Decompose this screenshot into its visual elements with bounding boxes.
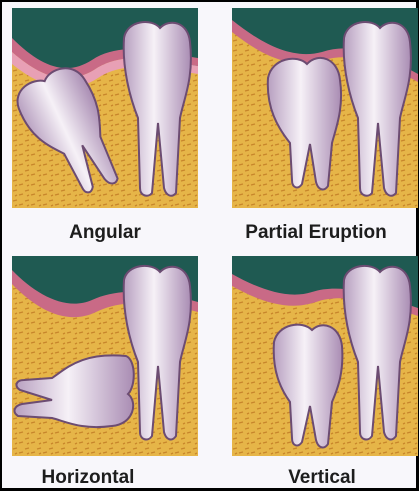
panel-vertical xyxy=(232,256,418,456)
panel-partial-eruption xyxy=(232,8,418,208)
vertical-illustration xyxy=(232,256,418,456)
panel-horizontal xyxy=(12,256,198,456)
label-horizontal: Horizontal xyxy=(0,467,188,489)
diagram-frame: Angular Partial Eruption Horizontal xyxy=(2,2,416,488)
label-partial-eruption: Partial Eruption xyxy=(216,222,416,244)
angular-illustration xyxy=(12,8,198,208)
partial-eruption-illustration xyxy=(232,8,418,208)
horizontal-illustration xyxy=(12,256,198,456)
label-vertical: Vertical xyxy=(222,467,419,489)
panel-angular xyxy=(12,8,198,208)
label-angular: Angular xyxy=(5,222,205,244)
